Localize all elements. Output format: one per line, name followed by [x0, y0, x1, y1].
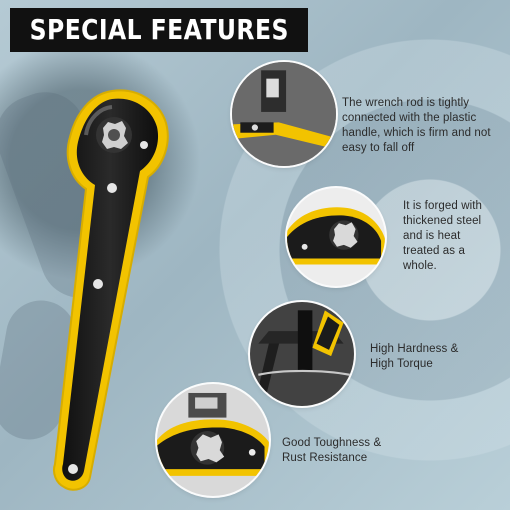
feature-text-forged-steel: It is forged with thickened steel and is…: [403, 200, 483, 272]
feature-text-rust-resistance: Good Toughness & Rust Resistance: [282, 437, 382, 464]
feature-image-high-torque: [250, 302, 354, 406]
feature-text-rod-connection: The wrench rod is tightly connected with…: [342, 97, 491, 154]
banner-title: SPECIAL FEATURES: [29, 13, 289, 46]
wrench-icon: [53, 89, 169, 491]
feature-image-rod-connection: [232, 62, 336, 166]
wrench-image: [30, 85, 180, 495]
feature-image-forged-steel: [287, 188, 385, 286]
feature-text-high-torque: High Hardness & High Torque: [370, 343, 459, 370]
feature-image-rust-resistance: [157, 384, 269, 496]
title-banner: SPECIAL FEATURES: [10, 8, 308, 52]
